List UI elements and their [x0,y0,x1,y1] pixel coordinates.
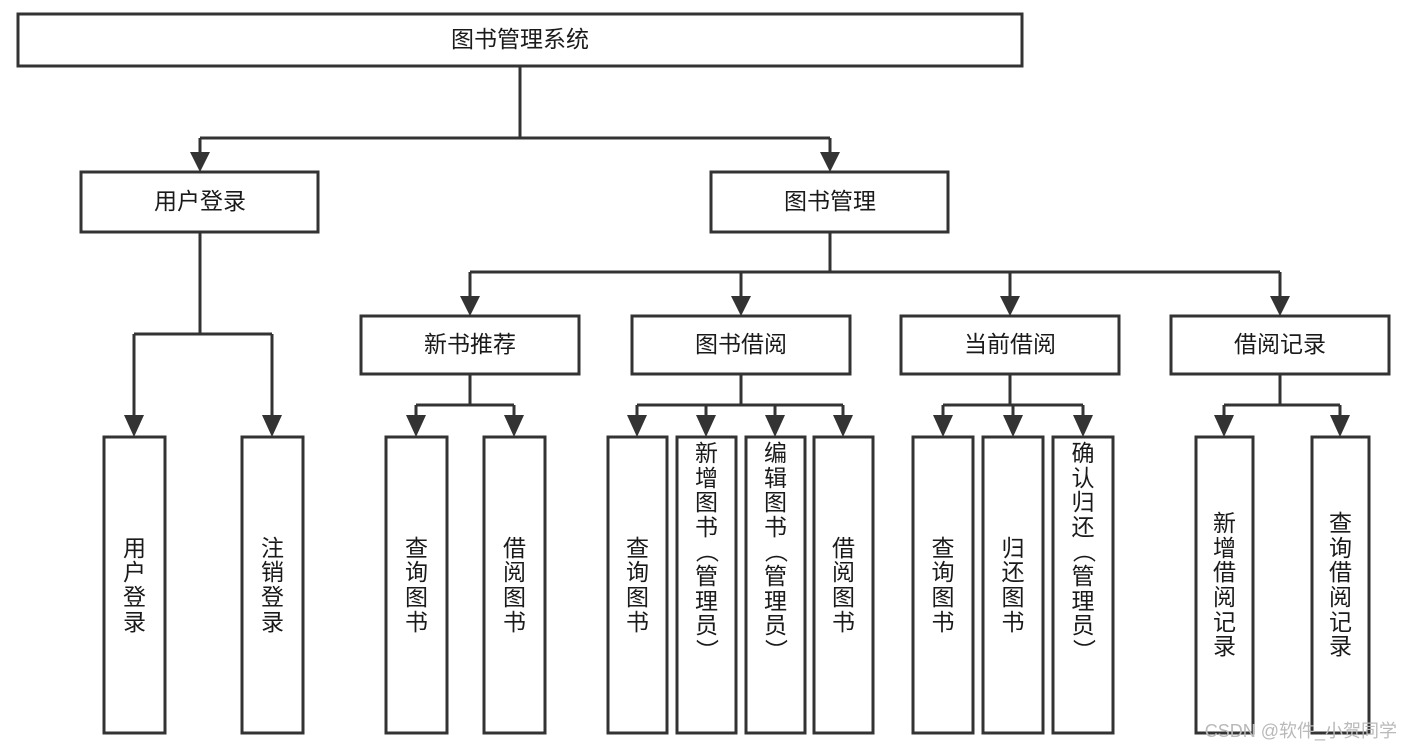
node-leaf-query-borrow-record[interactable] [1310,435,1371,735]
node-leaf-borrow-book[interactable] [812,435,875,735]
arrowhead-leaf-add-book-admin [696,415,716,437]
arrowhead-leaf-add-borrow-record [1214,415,1234,437]
connector-root-bus [198,66,832,155]
connector-layer [124,66,1350,437]
arrowhead-leaf-borrow-book [833,415,853,437]
arrowhead-book-borrow [731,296,751,316]
node-borrow-record[interactable] [1169,314,1391,376]
node-leaf-query-book-current[interactable] [911,435,975,735]
arrowhead-leaf-query-book-current [933,415,953,437]
arrowhead-leaf-query-borrow-record [1330,415,1350,437]
node-book-borrow[interactable] [630,314,852,376]
connector-book-manage-bus [468,232,1282,300]
arrowhead-book-manage [820,152,840,172]
node-leaf-edit-book-admin[interactable] [744,435,807,735]
arrowhead-leaf-user-login [124,415,144,437]
arrowhead-leaf-edit-book-admin [765,415,785,437]
arrowhead-new-book-recommend [460,296,480,316]
node-leaf-logout[interactable] [240,435,305,735]
node-leaf-return-book[interactable] [981,435,1045,735]
label-user-login: 用户登录 [154,188,246,214]
node-leaf-query-book-rec[interactable] [384,435,449,735]
label-book-borrow: 图书借阅 [695,331,787,357]
node-leaf-confirm-return-admin[interactable] [1051,435,1115,735]
node-root[interactable] [16,12,1024,68]
horizontal-label-layer: 图书管理系统 用户登录 图书管理 新书推荐 图书借阅 当前借阅 借阅记录 [154,26,1326,357]
connector-new-book-recommend-bus [414,374,516,420]
box-layer [16,12,1391,735]
connector-user-login-bus [132,232,274,420]
arrowhead-leaf-confirm-return-admin [1073,415,1093,437]
connector-book-borrow-bus [635,374,845,420]
label-root: 图书管理系统 [451,26,589,52]
node-book-manage[interactable] [709,170,950,234]
node-leaf-query-book-borrow[interactable] [606,435,669,735]
arrowhead-leaf-return-book [1003,415,1023,437]
connector-borrow-record-bus [1222,374,1342,420]
arrowhead-user-login [190,152,210,172]
arrowhead-leaf-query-book-borrow [627,415,647,437]
node-leaf-borrow-book-rec[interactable] [482,435,547,735]
node-leaf-add-borrow-record[interactable] [1194,435,1255,735]
arrowhead-leaf-borrow-book-rec [504,415,524,437]
node-current-borrow[interactable] [899,314,1121,376]
watermark-text: CSDN @软件_小贺同学 [1204,721,1397,741]
arrowhead-borrow-record [1270,296,1290,316]
node-user-login[interactable] [79,170,320,234]
node-leaf-user-login[interactable] [102,435,167,735]
arrowhead-leaf-query-book-rec [406,415,426,437]
arrowhead-current-borrow [1000,296,1020,316]
label-new-book-recommend: 新书推荐 [424,331,516,357]
label-book-manage: 图书管理 [784,188,876,214]
connector-current-borrow-bus [941,374,1085,420]
node-new-book-recommend[interactable] [359,314,581,376]
label-borrow-record: 借阅记录 [1234,331,1326,357]
arrowhead-leaf-logout [262,415,282,437]
node-leaf-add-book-admin[interactable] [675,435,738,735]
label-current-borrow: 当前借阅 [964,331,1056,357]
